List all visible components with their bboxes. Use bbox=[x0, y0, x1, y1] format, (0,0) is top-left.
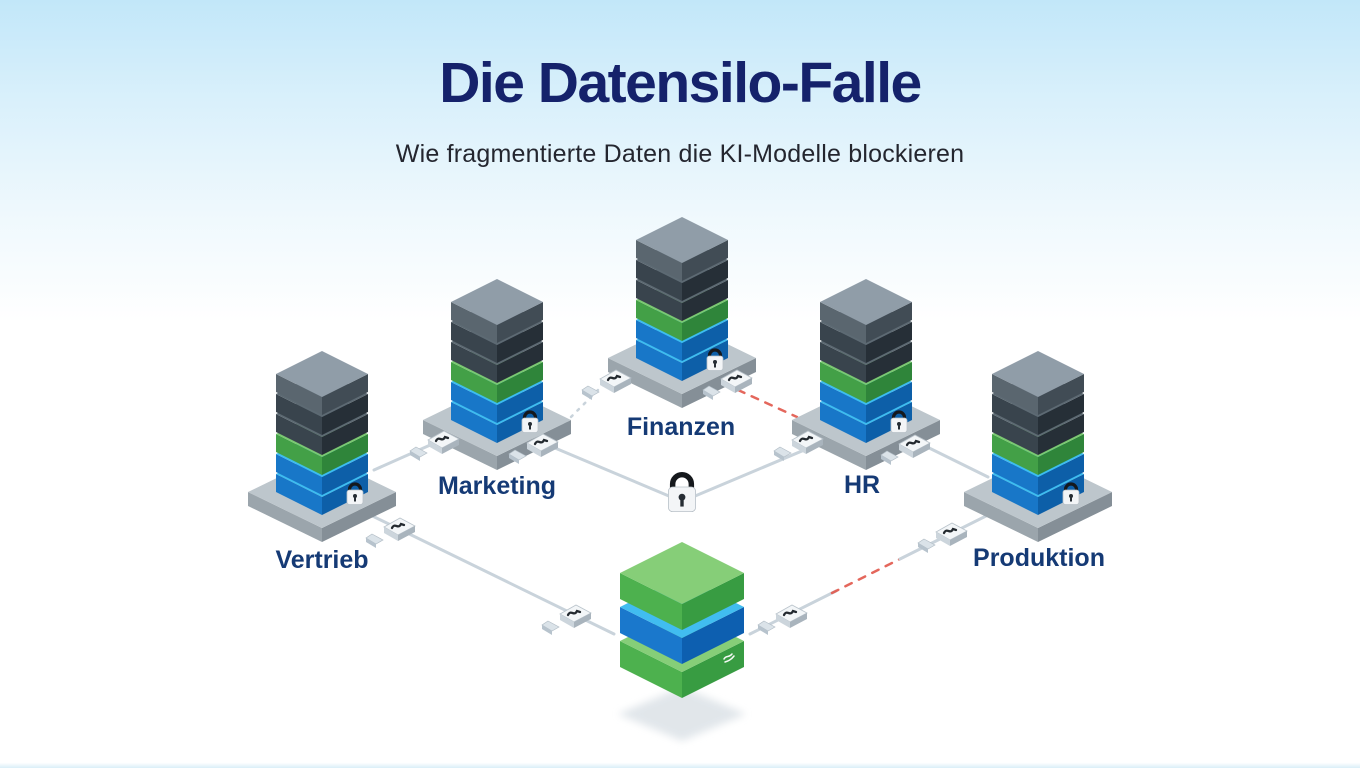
broken-connector-icon bbox=[581, 369, 632, 400]
silo-label-produktion: Produktion bbox=[973, 544, 1105, 572]
broken-connector-icon bbox=[773, 430, 824, 461]
broken-connector-icon bbox=[880, 434, 931, 465]
silo-label-hr: HR bbox=[843, 471, 881, 499]
silo-tower-hr bbox=[792, 279, 940, 470]
padlock-icon bbox=[890, 410, 908, 433]
silo-tower-marketing bbox=[423, 279, 571, 470]
silo-label-finanzen: Finanzen bbox=[626, 413, 736, 441]
padlock-icon bbox=[1062, 482, 1080, 505]
broken-connector-icon bbox=[409, 430, 460, 461]
broken-connection-line bbox=[736, 388, 799, 419]
page-subtitle: Wie fragmentierte Daten die KI-Modelle b… bbox=[395, 139, 965, 168]
central-data-stack bbox=[618, 542, 746, 741]
padlock-icon bbox=[346, 482, 364, 505]
padlock-icon bbox=[706, 348, 724, 371]
header: Die Datensilo-Falle Wie fragmentierte Da… bbox=[0, 51, 1360, 169]
connection-line bbox=[534, 438, 678, 501]
silo-tower-finanzen bbox=[608, 217, 756, 408]
broken-connector-icon bbox=[541, 604, 592, 635]
silo-label-vertrieb: Vertrieb bbox=[275, 546, 369, 574]
broken-connector-icon bbox=[508, 433, 559, 464]
page-title: Die Datensilo-Falle bbox=[439, 51, 922, 115]
broken-connector-icon bbox=[757, 604, 808, 635]
silo-tower-vertrieb bbox=[248, 351, 396, 542]
silo-tower-produktion bbox=[964, 351, 1112, 542]
broken-connection-line bbox=[830, 555, 906, 595]
silo-label-marketing: Marketing bbox=[437, 472, 557, 500]
stack-logo-icon bbox=[723, 653, 735, 663]
central-lock-icon bbox=[668, 472, 697, 513]
broken-connector-icon bbox=[917, 522, 968, 553]
padlock-icon bbox=[521, 410, 539, 433]
broken-connector-icon bbox=[702, 369, 753, 400]
broken-connector-icon bbox=[365, 517, 416, 548]
